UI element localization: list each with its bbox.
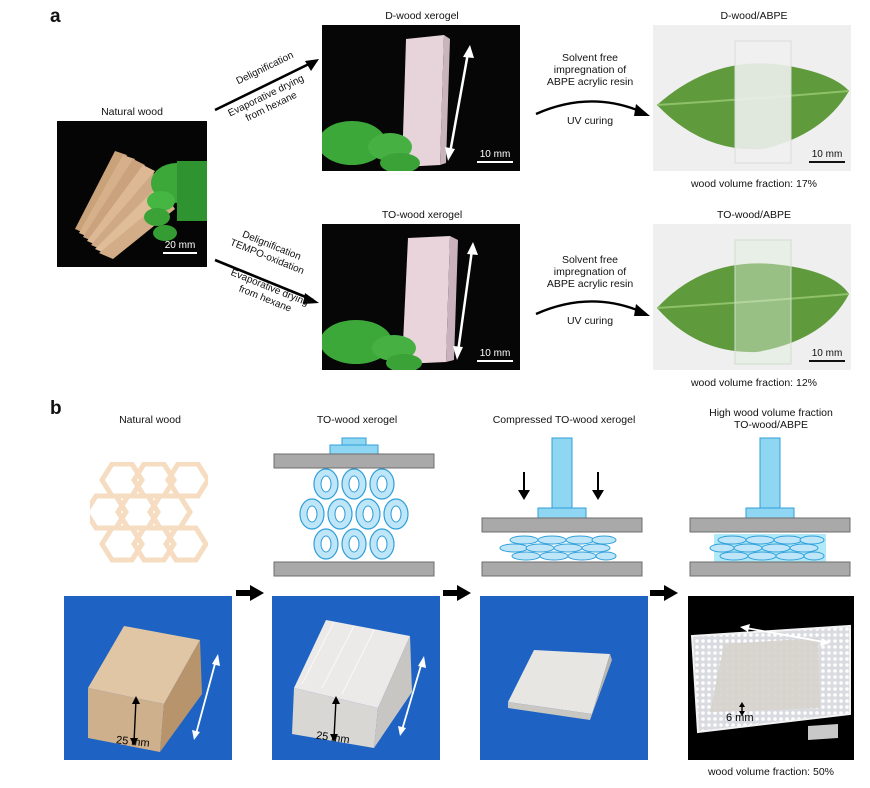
high-fraction-value: wood volume fraction: 50% — [707, 766, 835, 778]
to-wood-xerogel-sample — [402, 236, 450, 364]
bottom-impregnation-label: Solvent free impregnation of ABPE acryli… — [546, 254, 634, 290]
natural-wood-title: Natural wood — [101, 106, 163, 118]
bottom-impregnation-arrow — [535, 300, 650, 316]
bottom-uv-curing-label: UV curing — [566, 315, 614, 327]
to-wood-xerogel-photo: 10 mm — [322, 224, 520, 370]
to-wood-abpe-photo: 10 mm — [653, 224, 851, 370]
compressed-press-schematic — [481, 437, 643, 577]
compressed-sheet — [508, 650, 610, 714]
flattened-cells — [709, 535, 825, 561]
step-high-fraction-title: High wood volume fraction TO-wood/ABPE — [709, 407, 833, 431]
cube-side — [160, 640, 202, 752]
to-wood-xerogel-title: TO-wood xerogel — [381, 209, 463, 221]
d-wood-abpe-title: D-wood/ABPE — [720, 10, 788, 22]
high-fraction-composite-photo: 6 mm — [688, 596, 854, 760]
to-wood-xerogel-scale-bar: 10 mm — [475, 348, 515, 362]
top-impregnation-label: Solvent free impregnation of ABPE acryli… — [546, 52, 634, 88]
block-side — [374, 636, 412, 748]
cube-front — [88, 688, 164, 752]
process-arrow-2 — [443, 585, 471, 601]
upper-plate — [481, 517, 643, 533]
step-compressed-title: Compressed TO-wood xerogel — [492, 414, 636, 426]
process-arrow-1 — [236, 585, 264, 601]
fiber-cells — [299, 468, 409, 560]
upper-plate — [689, 517, 851, 533]
d-wood-abpe-scale-bar: 10 mm — [807, 149, 847, 163]
green-glove — [144, 161, 207, 241]
panel-a-letter: a — [50, 6, 61, 27]
d-wood-abpe-fraction: wood volume fraction: 17% — [690, 178, 818, 190]
compressed-xerogel-photo — [480, 596, 648, 760]
to-wood-abpe-title: TO-wood/ABPE — [717, 209, 791, 221]
to-wood-abpe-scale-bar: 10 mm — [807, 348, 847, 362]
press-arrows — [518, 472, 604, 500]
d-wood-abpe-sample — [735, 41, 791, 163]
composite-sample — [710, 638, 820, 712]
top-impregnation-arrow — [535, 100, 650, 116]
to-wood-xerogel-block-photo: 25 mm — [272, 596, 440, 760]
natural-wood-photo: 20 mm — [57, 121, 207, 267]
d-wood-xerogel-sample — [402, 35, 444, 167]
d-wood-xerogel-photo: 10 mm — [322, 25, 520, 171]
lower-plate — [273, 561, 435, 577]
d-wood-abpe-photo: 10 mm — [653, 25, 851, 171]
honeycomb-schematic — [90, 462, 208, 563]
top-route-arrow — [214, 59, 319, 112]
to-wood-abpe-fraction: wood volume fraction: 12% — [690, 377, 818, 389]
lower-plate — [689, 561, 851, 577]
green-glove — [322, 121, 420, 171]
green-glove — [322, 320, 422, 370]
step-natural-wood-title: Natural wood — [119, 414, 181, 426]
d-wood-xerogel-scale-bar: 10 mm — [475, 149, 515, 163]
lower-plate — [481, 561, 643, 577]
step-to-wood-xerogel-title: TO-wood xerogel — [316, 414, 398, 426]
panel-b-letter: b — [50, 398, 62, 419]
top-uv-curing-label: UV curing — [566, 115, 614, 127]
natural-wood-scale-bar: 20 mm — [161, 240, 199, 254]
leaf — [657, 263, 849, 353]
composite-press-schematic — [689, 437, 851, 577]
cube-top — [88, 626, 200, 704]
to-wood-abpe-sample — [735, 240, 791, 364]
d-wood-xerogel-title: D-wood xerogel — [385, 10, 459, 22]
xerogel-press-schematic — [273, 437, 435, 577]
flattened-cells — [499, 535, 617, 561]
bottom-route-arrow — [214, 258, 319, 304]
upper-plate — [273, 453, 435, 469]
natural-wood-cube-photo: 25 mm — [64, 596, 232, 760]
high-fraction-dimension: 6 mm — [726, 712, 754, 724]
process-arrow-3 — [650, 585, 678, 601]
